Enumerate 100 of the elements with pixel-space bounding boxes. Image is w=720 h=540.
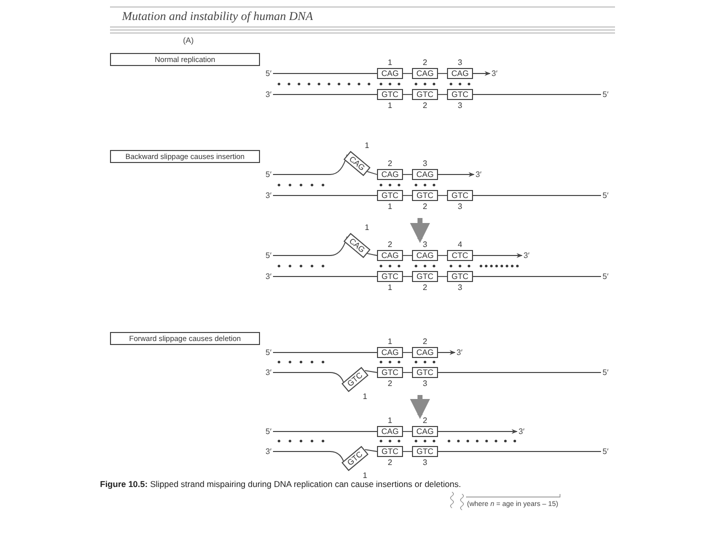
- dna-strand: [438, 451, 602, 452]
- dna-strand: [472, 195, 602, 196]
- codon-box: CAG: [412, 426, 438, 437]
- codon-number: 1: [386, 337, 394, 346]
- codon-box: CAG: [447, 68, 473, 79]
- codon-number: 3: [456, 202, 464, 211]
- codon-box: GTC: [377, 271, 403, 282]
- codon-number: 3: [456, 283, 464, 292]
- dna-strand: [472, 276, 602, 277]
- dna-strand: [402, 174, 412, 175]
- dna-strand-arrow: [438, 350, 456, 355]
- codon-box: CAG: [344, 232, 370, 258]
- codon-box: GTC: [412, 271, 438, 282]
- dna-strand: [402, 195, 412, 196]
- dna-strand-arrow: [472, 71, 491, 76]
- strand-end-label: 3′: [264, 191, 273, 200]
- codon-number: 2: [422, 283, 428, 292]
- strand-end-label: 5′: [601, 368, 610, 377]
- dna-strand: [402, 73, 412, 74]
- dna-strand: [402, 431, 412, 432]
- codon-box: CAG: [377, 169, 403, 180]
- strand-end-label: 5′: [264, 251, 273, 260]
- strand-end-label: 3′: [522, 251, 531, 260]
- strand-end-label: 5′: [264, 170, 273, 179]
- down-arrow: [410, 395, 430, 419]
- codon-number: 1: [386, 416, 394, 425]
- strand-end-label: 5′: [601, 191, 610, 200]
- strand-end-label: 3′: [264, 90, 273, 99]
- strand-end-label: 3′: [264, 368, 273, 377]
- dna-strand: [472, 94, 602, 95]
- dna-strand: [272, 195, 378, 196]
- codon-number: 3: [422, 458, 428, 467]
- strand-end-label: 5′: [601, 272, 610, 281]
- codon-number: 4: [456, 240, 464, 249]
- dna-strand: [438, 195, 448, 196]
- dna-strand-arrow: [438, 172, 475, 177]
- dna-strand-arrow: [472, 253, 523, 258]
- codon-box: GTC: [412, 190, 438, 201]
- dna-strand: [438, 73, 448, 74]
- codon-number: 1: [364, 223, 370, 232]
- codon-box: GTC: [447, 190, 473, 201]
- dna-strand: [402, 352, 412, 353]
- dna-strand: [438, 94, 448, 95]
- codon-number: 2: [386, 159, 394, 168]
- dna-strand: [402, 372, 412, 373]
- codon-number: 1: [386, 202, 394, 211]
- codon-box: CAG: [377, 68, 403, 79]
- codon-box: CAG: [412, 250, 438, 261]
- dna-strand: [402, 255, 412, 256]
- strand-end-label: 3′: [474, 170, 483, 179]
- codon-number: 2: [422, 416, 428, 425]
- codon-box: GTC: [377, 89, 403, 100]
- dna-strand: [272, 352, 378, 353]
- down-arrow: [410, 218, 430, 243]
- codon-box: GTC: [377, 190, 403, 201]
- codon-box: GTC: [412, 446, 438, 457]
- codon-box: GTC: [377, 446, 403, 457]
- codon-number: 2: [422, 337, 428, 346]
- dna-strand: [402, 94, 412, 95]
- codon-box: GTC: [447, 89, 473, 100]
- strand-end-label: 5′: [264, 427, 273, 436]
- codon-box: CAG: [377, 347, 403, 358]
- dna-strand: [272, 236, 348, 256]
- codon-number: 2: [386, 458, 394, 467]
- codon-number: 1: [386, 283, 394, 292]
- codon-number: 1: [362, 471, 368, 480]
- dna-strand: [364, 370, 378, 373]
- strand-end-label: 5′: [264, 69, 273, 78]
- dna-strand: [272, 431, 378, 432]
- codon-box: CAG: [377, 426, 403, 437]
- strand-end-label: 5′: [264, 348, 273, 357]
- codon-box: GTC: [342, 366, 368, 392]
- codon-number: 1: [362, 392, 368, 401]
- codon-box: CAG: [412, 169, 438, 180]
- codon-box: GTC: [447, 271, 473, 282]
- dna-strand: [364, 449, 378, 452]
- codon-box: CTC: [447, 250, 473, 261]
- codon-box: GTC: [412, 367, 438, 378]
- codon-box: GTC: [412, 89, 438, 100]
- codon-number: 1: [386, 58, 394, 67]
- codon-number: 1: [386, 101, 394, 110]
- panel-letter: (A): [183, 36, 194, 45]
- codon-box: GTC: [377, 367, 403, 378]
- dna-strand: [366, 170, 378, 175]
- codon-box: CAG: [412, 68, 438, 79]
- codon-number: 2: [422, 202, 428, 211]
- dna-strand: [272, 276, 378, 277]
- dna-strand: [402, 451, 412, 452]
- codon-number: 2: [386, 240, 394, 249]
- codon-number: 3: [456, 101, 464, 110]
- codon-box: CAG: [344, 150, 370, 176]
- dna-strand: [438, 276, 448, 277]
- page-title: Mutation and instability of human DNA: [122, 9, 313, 24]
- dna-strand: [272, 154, 348, 175]
- codon-box: CAG: [412, 347, 438, 358]
- dna-strand: [438, 372, 602, 373]
- codon-number: 2: [422, 58, 428, 67]
- strand-end-label: 3′: [517, 427, 526, 436]
- dna-strand-arrow: [438, 429, 518, 434]
- figure-caption: Figure 10.5: Slipped strand mispairing during DNA replication can cause insertions or deletions.: [100, 479, 461, 489]
